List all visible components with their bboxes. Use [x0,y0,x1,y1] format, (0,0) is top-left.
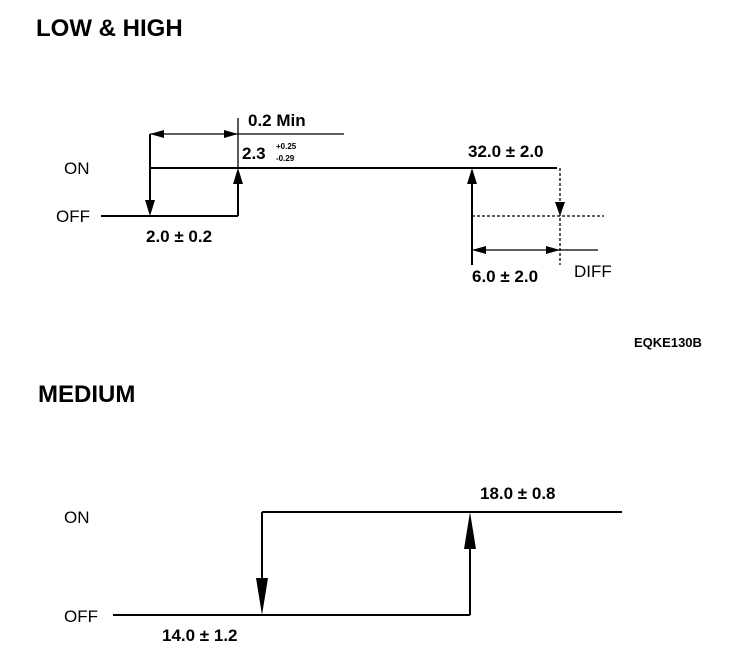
on-threshold-value: 2.3 [242,144,266,163]
low-high-on-label: ON [64,159,90,178]
min-time-arrow-right [224,130,238,138]
medium-off-switch-arrow [256,578,268,615]
on-switch-arrow [233,168,243,184]
diff-label: DIFF [574,262,612,281]
diff-value-label: 6.0 ± 2.0 [472,267,538,286]
medium-on-label: ON [64,508,90,527]
medium-off-label: OFF [64,607,98,626]
diff-arrow-right [546,246,560,254]
min-time-arrow-left [150,130,164,138]
min-time-label: 0.2 Min [248,111,306,130]
off-threshold-label: 2.0 ± 0.2 [146,227,212,246]
high-off-switch-arrow [555,202,565,216]
high-on-threshold-label: 32.0 ± 2.0 [468,142,544,161]
high-on-switch-arrow [467,168,477,184]
on-threshold-tol-minus: -0.29 [276,154,295,163]
figure-code: EQKE130B [634,335,702,350]
medium-on-threshold-label: 18.0 ± 0.8 [480,484,556,503]
on-threshold-tol-plus: +0.25 [276,142,297,151]
medium-off-threshold-label: 14.0 ± 1.2 [162,626,238,645]
off-switch-arrow [145,200,155,216]
diff-arrow-left [472,246,486,254]
medium-title: MEDIUM [38,381,135,408]
low-high-title: LOW & HIGH [36,15,183,42]
medium-on-switch-arrow [464,512,476,549]
low-high-off-label: OFF [56,207,90,226]
